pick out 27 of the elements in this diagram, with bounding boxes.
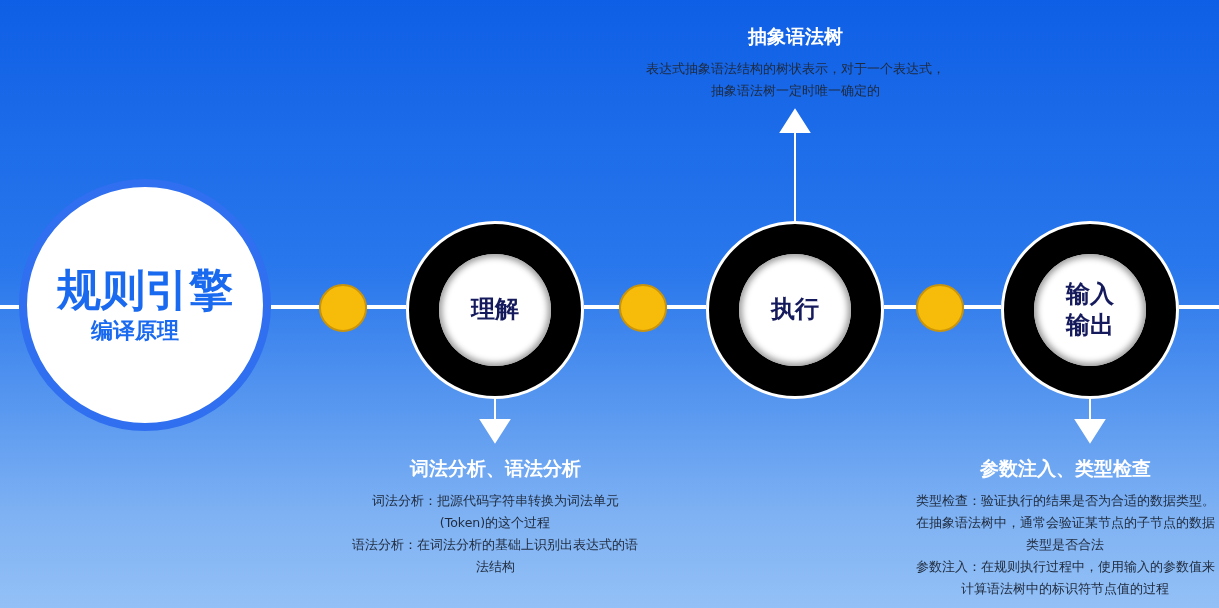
- description-text: 表达式抽象语法结构的树状表示，对于一个表达式，抽象语法树一定时唯一确定的: [645, 60, 945, 100]
- description-text: 词法分析：把源代码字符串转换为词法单元(Token)的这个过程: [370, 492, 620, 532]
- timeline-line: [964, 305, 1001, 309]
- connector-dot: [916, 284, 964, 332]
- description-text: 类型检查：验证执行的结果是否为合适的数据类型。在抽象语法树中，通常会验证某节点的子节点的数据类型是否合法: [914, 492, 1216, 554]
- timeline-line: [1179, 305, 1219, 309]
- connector-dot: [619, 284, 667, 332]
- section-heading: 参数注入、类型检查: [978, 456, 1152, 481]
- connector-dot: [319, 284, 367, 332]
- main-title: 规则引擎: [57, 263, 233, 317]
- timeline-line: [667, 305, 706, 309]
- section-heading: 抽象语法树: [746, 24, 844, 49]
- triangle-arrow: [1075, 398, 1106, 443]
- triangle-arrow: [480, 398, 511, 443]
- triangle-arrow: [780, 109, 811, 222]
- description-text: 语法分析：在词法分析的基础上识别出表达式的语法结构: [351, 536, 639, 576]
- stage-label: 输入输出: [1034, 254, 1146, 366]
- subtitle: 编译原理: [91, 317, 179, 346]
- description-text: 参数注入：在规则执行过程中，使用输入的参数值来计算语法树中的标识符节点值的过程: [914, 558, 1216, 598]
- stage-label: 执行: [739, 254, 851, 366]
- timeline-line: [884, 305, 916, 309]
- timeline-line: [271, 305, 319, 309]
- stage-label: 理解: [439, 254, 551, 366]
- timeline-line: [367, 305, 406, 309]
- timeline-line: [0, 305, 19, 309]
- section-heading: 词法分析、语法分析: [408, 456, 582, 481]
- timeline-line: [584, 305, 619, 309]
